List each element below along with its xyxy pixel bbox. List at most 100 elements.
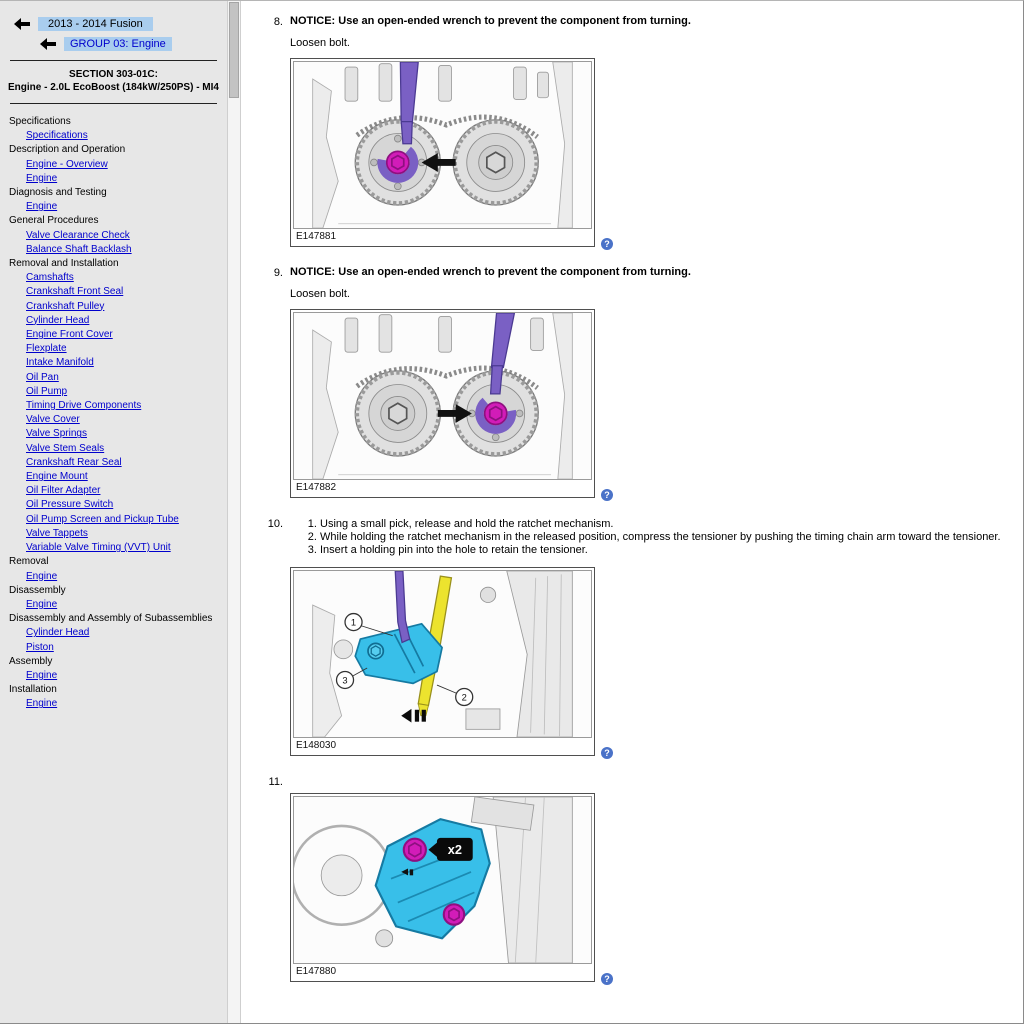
nav-link-oil-pump-screen-and-pickup-tube[interactable]: Oil Pump Screen and Pickup Tube bbox=[26, 513, 179, 525]
nav-link-valve-clearance-check[interactable]: Valve Clearance Check bbox=[26, 229, 130, 241]
callout-2 bbox=[455, 687, 474, 707]
step-8: 8. NOTICE: Use an open-ended wrench to p… bbox=[261, 15, 1014, 253]
nav-link-balance-shaft-backlash[interactable]: Balance Shaft Backlash bbox=[26, 243, 132, 255]
nav-link-engine-mount[interactable]: Engine Mount bbox=[26, 471, 88, 483]
help-icon[interactable]: ? bbox=[601, 747, 613, 759]
svg-text:2: 2 bbox=[462, 692, 467, 702]
help-icon[interactable]: ? bbox=[601, 489, 613, 501]
nav-link-variable-valve-timing-vvt-unit[interactable]: Variable Valve Timing (VVT) Unit bbox=[26, 542, 171, 554]
main-content: 8. NOTICE: Use an open-ended wrench to p… bbox=[241, 1, 1022, 1023]
nav-link-crankshaft-rear-seal[interactable]: Crankshaft Rear Seal bbox=[26, 456, 122, 468]
nav-link-crankshaft-pulley[interactable]: Crankshaft Pulley bbox=[26, 300, 105, 312]
divider bbox=[10, 103, 217, 104]
compress-arrow-icon bbox=[401, 708, 412, 723]
back-arrow-icon[interactable] bbox=[40, 38, 56, 50]
nav-link-valve-tappets[interactable]: Valve Tappets bbox=[26, 527, 88, 539]
step-number: 8. bbox=[273, 16, 283, 28]
nav-link-engine[interactable]: Engine bbox=[26, 570, 58, 582]
engine-timing-illustration-right-bolt bbox=[293, 312, 592, 480]
svg-text:x2: x2 bbox=[448, 842, 462, 857]
nav-link-engine-overview[interactable]: Engine - Overview bbox=[26, 158, 108, 170]
help-icon[interactable]: ? bbox=[601, 973, 613, 985]
instruction-text: Loosen bolt. bbox=[290, 288, 350, 300]
substep: Insert a holding pin into the hole to re… bbox=[320, 544, 1014, 557]
breadcrumb: 2013 - 2014 Fusion bbox=[14, 17, 227, 31]
step-11: 11. bbox=[261, 775, 1014, 988]
nav-link-engine[interactable]: Engine bbox=[26, 598, 58, 610]
engine-timing-illustration-left-bolt bbox=[293, 61, 592, 229]
help-icon[interactable]: ? bbox=[601, 238, 613, 250]
callout-1 bbox=[344, 612, 363, 632]
nav-link-engine[interactable]: Engine bbox=[26, 172, 58, 184]
highlighted-bolt bbox=[385, 150, 410, 175]
nav-link-valve-stem-seals[interactable]: Valve Stem Seals bbox=[26, 442, 105, 454]
step-number: 9. bbox=[273, 267, 283, 279]
figure-frame: x2 E147880 bbox=[290, 793, 595, 982]
scrollbar-thumb[interactable] bbox=[229, 2, 239, 98]
step-number: 11. bbox=[268, 776, 283, 788]
nav-link-cylinder-head[interactable]: Cylinder Head bbox=[26, 314, 90, 326]
figure-id-label: E147880 bbox=[296, 966, 337, 977]
figure-frame: E147881 bbox=[290, 58, 595, 247]
breadcrumb-vehicle-link[interactable]: 2013 - 2014 Fusion bbox=[38, 17, 153, 31]
nav-link-engine-front-cover[interactable]: Engine Front Cover bbox=[26, 329, 113, 341]
nav-link-engine[interactable]: Engine bbox=[26, 201, 58, 213]
nav-link-oil-filter-adapter[interactable]: Oil Filter Adapter bbox=[26, 485, 101, 497]
breadcrumb-group-link[interactable]: GROUP 03: Engine bbox=[64, 37, 172, 51]
nav-link-oil-pump[interactable]: Oil Pump bbox=[26, 385, 68, 397]
figure-frame: 1 3 2 E148030 bbox=[290, 567, 595, 756]
substep: Using a small pick, release and hold the… bbox=[320, 518, 1014, 531]
substep: While holding the ratchet mechanism in t… bbox=[320, 531, 1014, 544]
nav-link-flexplate[interactable]: Flexplate bbox=[26, 343, 67, 355]
highlighted-bolt bbox=[483, 401, 508, 426]
nav-link-timing-drive-components[interactable]: Timing Drive Components bbox=[26, 400, 142, 412]
nav-link-engine[interactable]: Engine bbox=[26, 669, 58, 681]
nav-link-intake-manifold[interactable]: Intake Manifold bbox=[26, 357, 94, 369]
badge-arrow-icon bbox=[428, 841, 439, 859]
nav-section-heading: Installation bbox=[9, 684, 57, 696]
notice-text: NOTICE: Use an open-ended wrench to prev… bbox=[290, 266, 691, 278]
figure-id-label: E147881 bbox=[296, 231, 337, 242]
figure-e148030: 1 3 2 E148030 ? bbox=[290, 567, 613, 759]
figure-id-label: E147882 bbox=[296, 482, 337, 493]
divider bbox=[10, 60, 217, 61]
nav-link-camshafts[interactable]: Camshafts bbox=[26, 272, 74, 284]
nav-link-oil-pan[interactable]: Oil Pan bbox=[26, 371, 59, 383]
nav-section-heading: Description and Operation bbox=[9, 144, 126, 156]
step-number: 10. bbox=[267, 518, 283, 530]
nav-section-heading: Disassembly bbox=[9, 584, 66, 596]
direction-arrow-icon bbox=[421, 153, 456, 172]
nav-section-heading: Assembly bbox=[9, 655, 53, 667]
step-10: 10. Using a small pick, release and hold… bbox=[261, 517, 1014, 762]
wrench-tool bbox=[399, 62, 419, 124]
nav-link-cylinder-head[interactable]: Cylinder Head bbox=[26, 627, 90, 639]
nav-link-oil-pressure-switch[interactable]: Oil Pressure Switch bbox=[26, 499, 114, 511]
back-arrow-icon[interactable] bbox=[14, 18, 30, 30]
nav-section-heading: General Procedures bbox=[9, 215, 99, 227]
quantity-badge bbox=[436, 837, 473, 861]
instruction-text: Loosen bolt. bbox=[290, 37, 350, 49]
nav-link-valve-springs[interactable]: Valve Springs bbox=[26, 428, 87, 440]
pick-tool bbox=[394, 571, 411, 644]
highlighted-bolt bbox=[442, 903, 466, 926]
section-title: SECTION 303-01C: Engine - 2.0L EcoBoost … bbox=[0, 68, 227, 94]
nav-link-specifications[interactable]: Specifications bbox=[26, 130, 88, 142]
figure-e147880: x2 E147880 ? bbox=[290, 793, 613, 985]
sidebar: 2013 - 2014 Fusion GROUP 03: Engine SECT… bbox=[0, 1, 227, 1023]
step-10-substeps: Using a small pick, release and hold the… bbox=[306, 518, 1014, 557]
nav-link-engine[interactable]: Engine bbox=[26, 698, 58, 710]
nav-section-heading: Specifications bbox=[9, 116, 71, 127]
nav-section-heading: Diagnosis and Testing bbox=[9, 187, 107, 199]
step-9: 9. NOTICE: Use an open-ended wrench to p… bbox=[261, 266, 1014, 504]
nav-link-crankshaft-front-seal[interactable]: Crankshaft Front Seal bbox=[26, 286, 124, 298]
figure-e147882: E147882 ? bbox=[290, 309, 613, 501]
svg-text:3: 3 bbox=[342, 675, 347, 685]
nav-link-valve-cover[interactable]: Valve Cover bbox=[26, 414, 80, 426]
nav-link-piston[interactable]: Piston bbox=[26, 641, 54, 653]
nav-section-heading: Disassembly and Assembly of Subassemblie… bbox=[9, 613, 213, 625]
sidebar-scrollbar[interactable] bbox=[227, 1, 241, 1023]
tensioner-bolts-illustration: x2 bbox=[293, 796, 592, 964]
callout-3 bbox=[335, 670, 355, 690]
